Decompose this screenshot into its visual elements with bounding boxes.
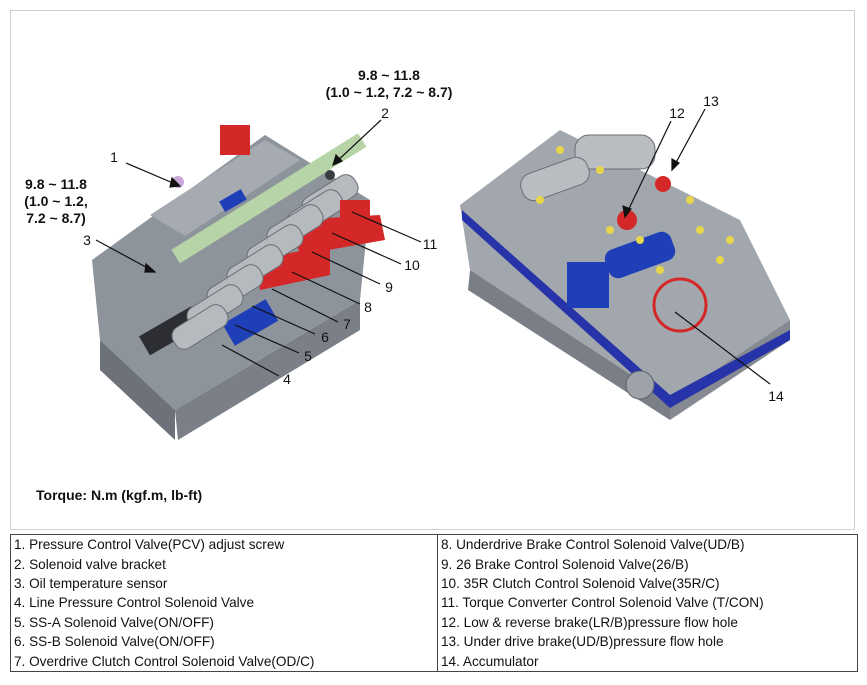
legend-cell: 3. Oil temperature sensor [14, 575, 168, 591]
torque-unit-label: Torque: N.m (kgf.m, lb-ft) [36, 487, 203, 503]
legend-row: 4. Line Pressure Control Solenoid Valve 1… [11, 593, 858, 613]
callout-7: 7 [343, 316, 351, 332]
callout-5: 5 [304, 348, 312, 364]
legend-cell: 7. Overdrive Clutch Control Solenoid Val… [14, 653, 315, 669]
callout-1: 1 [110, 149, 118, 165]
legend-cell: 8. Underdrive Brake Control Solenoid Val… [437, 534, 858, 555]
torque-spec-left: 9.8 ~ 11.8 (1.0 ~ 1.2, 7.2 ~ 8.7) [16, 176, 96, 227]
callout-12: 12 [669, 105, 685, 121]
callout-14: 14 [768, 388, 784, 404]
legend-row: 5. SS-A Solenoid Valve(ON/OFF) 12. Low & … [11, 612, 858, 632]
legend-cell: 12. Low & reverse brake(LR/B)pressure fl… [437, 612, 858, 632]
legend-cell: 2. Solenoid valve bracket [14, 556, 166, 572]
callout-3: 3 [83, 232, 91, 248]
callout-11: 11 [422, 236, 438, 252]
right-valve-body [460, 130, 790, 420]
legend-cell: 9. 26 Brake Control Solenoid Valve(26/B) [437, 554, 858, 574]
legend-cell: 14. Accumulator [437, 651, 858, 672]
left-valve-body [92, 125, 385, 440]
parts-legend-table: 1. Pressure Control Valve(PCV) adjust sc… [10, 534, 858, 672]
callout-6: 6 [321, 329, 329, 345]
legend-cell: 5. SS-A Solenoid Valve(ON/OFF) [14, 614, 214, 630]
legend-row: 7. Overdrive Clutch Control Solenoid Val… [11, 651, 858, 672]
callout-9: 9 [385, 279, 393, 295]
torque-spec-top: 9.8 ~ 11.8 (1.0 ~ 1.2, 7.2 ~ 8.7) [305, 67, 473, 101]
torque-spec-top-line1: 9.8 ~ 11.8 [358, 67, 420, 83]
legend-cell: 10. 35R Clutch Control Solenoid Valve(35… [437, 573, 858, 594]
legend-row: 3. Oil temperature sensor 10. 35R Clutch … [11, 573, 858, 594]
legend-cell: 1. Pressure Control Valve(PCV) adjust sc… [14, 537, 285, 553]
callout-10: 10 [404, 257, 420, 273]
legend-cell: 13. Under drive brake(UD/B)pressure flow… [437, 631, 858, 652]
legend-cell: 6. SS-B Solenoid Valve(ON/OFF) [14, 634, 215, 650]
torque-spec-left-line1: 9.8 ~ 11.8 [25, 176, 87, 192]
valve-body-illustration [92, 108, 790, 440]
torque-spec-top-line2: (1.0 ~ 1.2, 7.2 ~ 8.7) [325, 84, 453, 100]
legend-cell: 11. Torque Converter Control Solenoid Va… [437, 593, 858, 613]
callout-13: 13 [703, 93, 719, 109]
leader-lines [95, 108, 771, 385]
torque-spec-left-line2: (1.0 ~ 1.2, [24, 193, 88, 209]
callout-2: 2 [381, 105, 389, 121]
legend-row: 1. Pressure Control Valve(PCV) adjust sc… [11, 534, 858, 555]
callout-4: 4 [283, 371, 291, 387]
legend-row: 2. Solenoid valve bracket 9. 26 Brake Con… [11, 554, 858, 574]
callout-8: 8 [364, 299, 372, 315]
torque-spec-left-line3: 7.2 ~ 8.7) [26, 210, 86, 226]
legend-row: 6. SS-B Solenoid Valve(ON/OFF) 13. Under … [11, 631, 858, 652]
legend-cell: 4. Line Pressure Control Solenoid Valve [14, 595, 255, 611]
